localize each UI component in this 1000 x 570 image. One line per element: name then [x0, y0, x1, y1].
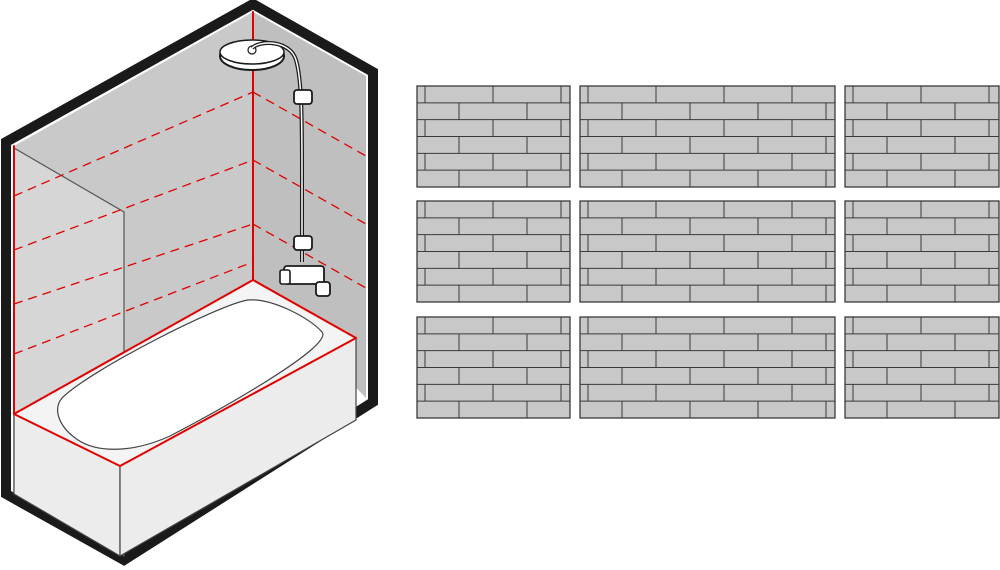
- tile-panel-r1-c2: [579, 85, 836, 188]
- tile-panel-r1-c3: [844, 85, 1000, 188]
- tile-panel-r1-c1: [416, 85, 571, 188]
- tile-panel-r3-c1: [416, 316, 571, 419]
- tiling-boundary-lines: [13, 11, 357, 467]
- tile-panel-r3-c3: [844, 316, 1000, 419]
- tile-layout-panels: [416, 85, 1000, 419]
- shower-set: [219, 39, 331, 297]
- thermostatic-mixer-icon: [279, 265, 331, 297]
- tile-panel-r2-c3: [844, 200, 1000, 303]
- room-frame: [0, 0, 378, 566]
- riser-bracket-bottom: [293, 235, 313, 251]
- bathroom-isometric: [0, 0, 378, 566]
- riser-bracket-top: [293, 89, 313, 105]
- tile-panel-r2-c1: [416, 200, 571, 303]
- tile-panel-r2-c2: [579, 200, 836, 303]
- bathtub-basin: [57, 299, 324, 450]
- tile-panel-r3-c2: [579, 316, 836, 419]
- tile-course-guides: [13, 91, 367, 355]
- rain-shower-head-icon: [219, 39, 285, 71]
